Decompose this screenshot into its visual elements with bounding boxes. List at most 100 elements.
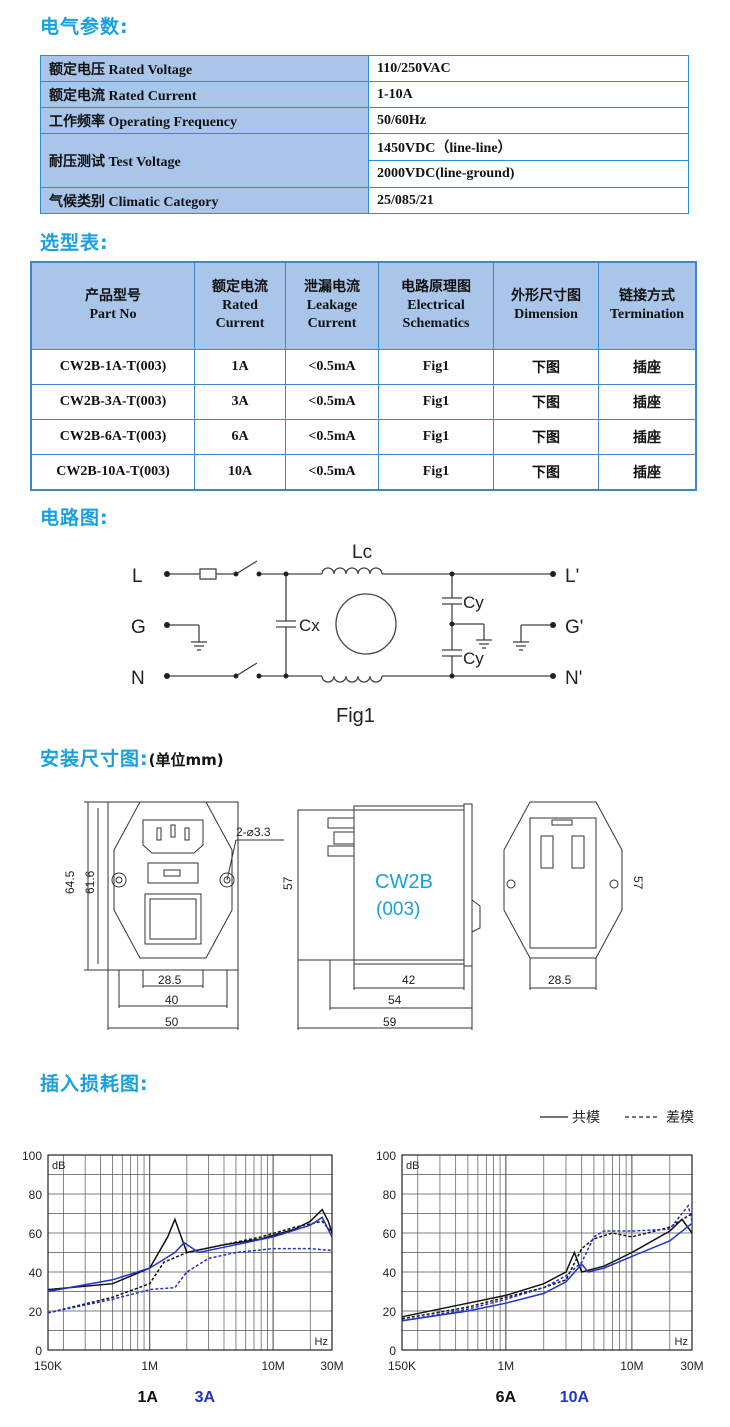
header-en: Schematics — [402, 316, 470, 331]
cy-label: Cy — [463, 649, 484, 668]
series-line — [401, 1204, 693, 1322]
param-label: 额定电压 Rated Voltage — [40, 55, 369, 82]
x-tick-label: 150K — [34, 1359, 62, 1373]
dim-hole: 2-⌀3.3 — [236, 825, 271, 839]
chart-label: 10A — [560, 1389, 590, 1406]
header-en: Current — [307, 316, 357, 331]
x-tick-label: 1M — [498, 1359, 515, 1373]
core-icon — [335, 593, 397, 655]
y-tick-label: 80 — [29, 1188, 43, 1202]
cell-termination: 插座 — [598, 419, 697, 455]
cell-leakage: <0.5mA — [285, 419, 379, 455]
series-line — [401, 1218, 693, 1318]
param-label: 额定电流 Rated Current — [40, 81, 369, 108]
legend-common-mode: 共模 — [572, 1109, 600, 1125]
dim-59: 59 — [383, 1015, 397, 1029]
table-row: 额定电压 Rated Voltage 110/250VAC — [40, 55, 689, 82]
header-cn: 电路原理图 — [401, 280, 471, 295]
plot-frame — [401, 1154, 693, 1351]
header-en: Leakage — [306, 298, 358, 313]
column-header: 额定电流 Rated Current — [194, 261, 286, 350]
series-line — [47, 1220, 333, 1314]
iec-inlet-icon — [142, 819, 204, 854]
cx-label: Cx — [299, 616, 320, 635]
y-tick-label: 100 — [22, 1149, 42, 1163]
terminal-L: L — [132, 566, 143, 587]
terminal-icon — [571, 835, 585, 869]
header-en: Part No — [89, 307, 137, 322]
x-tick-label: 150K — [388, 1359, 416, 1373]
cell-dimension: 下图 — [493, 384, 599, 420]
cell-rated: 6A — [194, 419, 286, 455]
section-title-electrical: 电气参数: — [40, 16, 129, 38]
cell-schematic: Fig1 — [378, 384, 494, 420]
series-line — [401, 1222, 693, 1322]
section-title-install: 安装尺寸图:(单位mm) — [40, 744, 224, 771]
x-tick-label: 10M — [620, 1359, 643, 1373]
header-en: Electrical — [407, 298, 465, 313]
cell-part-no: CW2B-10A-T(003) — [30, 454, 195, 491]
cell-termination: 插座 — [598, 384, 697, 420]
legend: 共模 差模 — [540, 1109, 694, 1125]
param-value: 110/250VAC — [368, 55, 689, 82]
chart-label: 6A — [496, 1389, 517, 1406]
dim-40: 40 — [165, 993, 179, 1007]
series-line — [47, 1216, 333, 1293]
fuse-icon — [199, 568, 217, 580]
terminal-G-out: G' — [565, 617, 583, 638]
cell-dimension: 下图 — [493, 419, 599, 455]
figure-caption: Fig1 — [336, 705, 375, 727]
y-tick-label: 0 — [35, 1344, 42, 1358]
x-tick-label: 30M — [320, 1359, 343, 1373]
cy-label: Cy — [463, 593, 484, 612]
param-value: 2000VDC(line-ground) — [368, 160, 689, 188]
header-cn: 链接方式 — [619, 289, 675, 304]
y-tick-label: 40 — [383, 1266, 397, 1280]
y-tick-label: 60 — [29, 1227, 43, 1241]
x-tick-label: 1M — [141, 1359, 158, 1373]
header-en: Termination — [609, 307, 685, 322]
y-tick-label: 60 — [383, 1227, 397, 1241]
header-cn: 额定电流 — [212, 280, 268, 295]
table-row: 耐压测试 Test Voltage 1450VDC（line-line） — [40, 133, 689, 188]
series-line — [47, 1208, 333, 1291]
y-axis-unit: dB — [52, 1160, 65, 1172]
param-label: 耐压测试 Test Voltage — [40, 133, 369, 188]
terminal-N: N — [131, 668, 145, 689]
param-value: 25/085/21 — [368, 187, 689, 214]
cell-schematic: Fig1 — [378, 349, 494, 385]
x-axis-unit: Hz — [315, 1336, 328, 1348]
header-cn: 泄漏电流 — [304, 280, 360, 295]
y-tick-label: 20 — [29, 1305, 43, 1319]
dimension-drawing: 64.5 61.6 2-⌀3.3 28.5 40 50 57 42 54 59 … — [63, 801, 645, 1030]
param-label: 气候类别 Climatic Category — [40, 187, 369, 214]
table-row: 工作频率 Operating Frequency 50/60Hz — [40, 107, 689, 134]
x-tick-label: 10M — [261, 1359, 284, 1373]
table-row: CW2B-10A-T(003) 10A <0.5mA Fig1 下图 插座 — [30, 454, 697, 491]
cell-rated: 3A — [194, 384, 286, 420]
terminal-L-out: L' — [565, 566, 579, 587]
param-value: 50/60Hz — [368, 107, 689, 134]
cell-termination: 插座 — [598, 349, 697, 385]
cell-dimension: 下图 — [493, 349, 599, 385]
column-header: 产品型号 Part No — [30, 261, 195, 350]
install-unit: (单位mm) — [148, 751, 224, 769]
table-header-row: 产品型号 Part No 额定电流 Rated Current 泄漏电流 Lea… — [30, 261, 697, 350]
table-row: 2000VDC(line-ground) — [41, 160, 689, 188]
x-tick-label: 30M — [680, 1359, 703, 1373]
column-header: 外形尺寸图 Dimension — [493, 261, 599, 350]
front-view-outline — [107, 801, 239, 971]
table-row: CW2B-1A-T(003) 1A <0.5mA Fig1 下图 插座 — [30, 349, 697, 385]
selection-table: 产品型号 Part No 额定电流 Rated Current 泄漏电流 Lea… — [30, 261, 697, 491]
front-flange-outline — [113, 801, 233, 959]
y-tick-label: 40 — [29, 1266, 43, 1280]
dim-50: 50 — [165, 1015, 179, 1029]
series-line — [401, 1212, 693, 1320]
terminal-N-out: N' — [565, 668, 582, 689]
legend-differential-mode: 差模 — [666, 1109, 694, 1125]
terminal-icon — [540, 835, 554, 869]
cell-leakage: <0.5mA — [285, 384, 379, 420]
table-row: CW2B-3A-T(003) 3A <0.5mA Fig1 下图 插座 — [30, 384, 697, 420]
header-en: Rated — [222, 298, 258, 313]
